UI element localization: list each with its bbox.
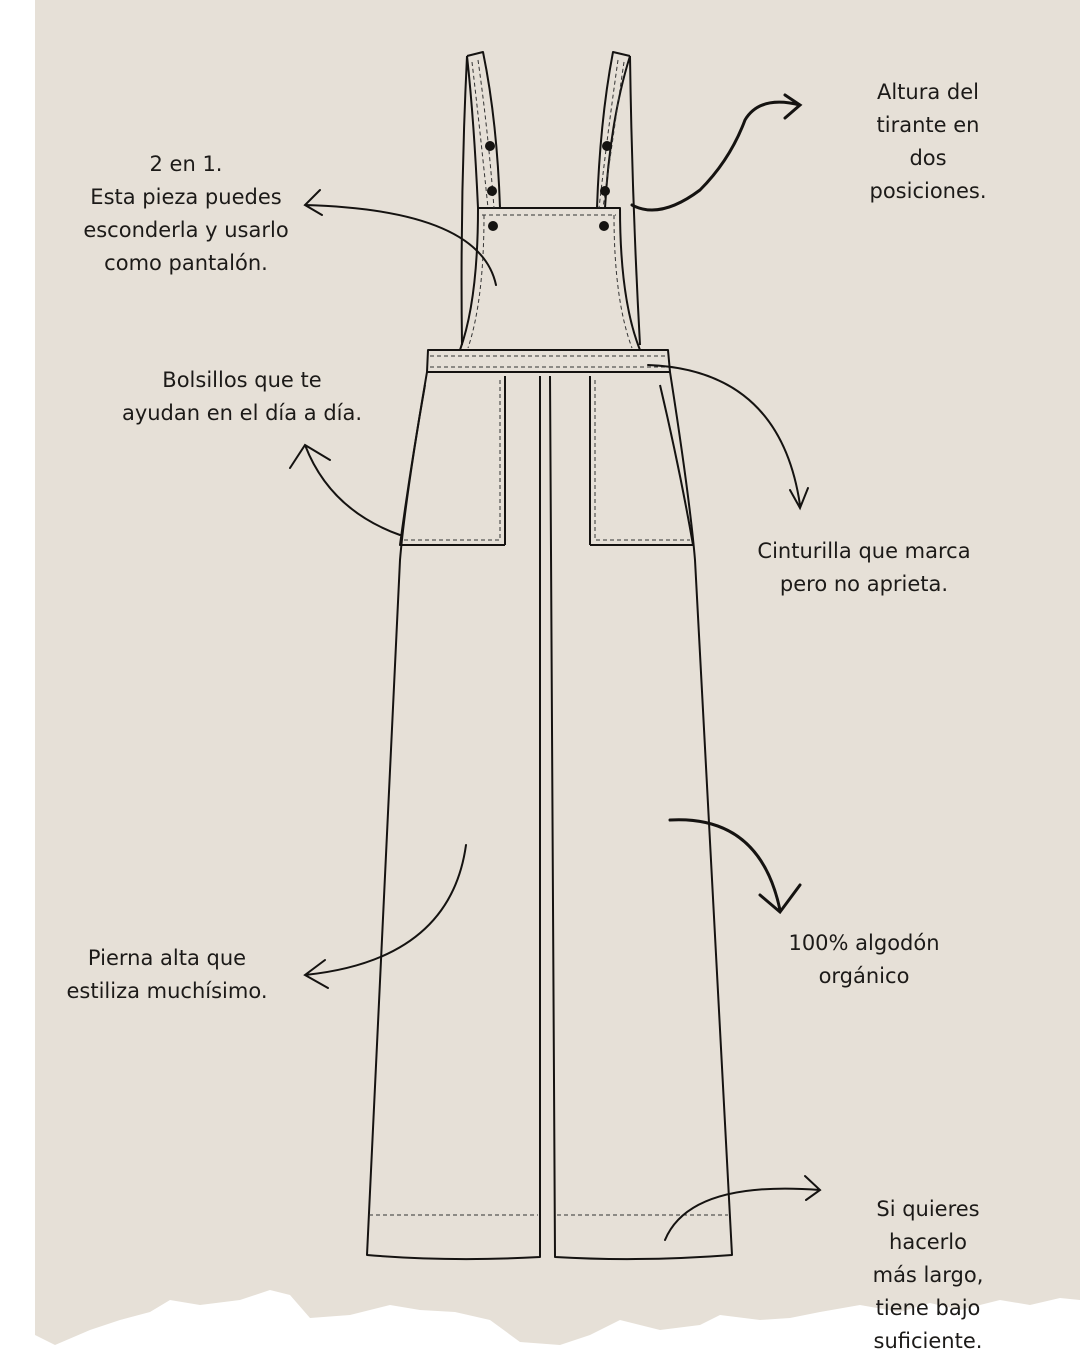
annotation-strap-height: Altura del tirante en dos posiciones. — [869, 80, 987, 203]
arrow-cotton — [668, 818, 802, 915]
arrow-hem — [664, 1175, 822, 1241]
left-strap — [460, 51, 501, 346]
arrow-waistband — [647, 364, 809, 511]
arrow-two-in-one — [303, 189, 497, 286]
torn-paper — [35, 0, 1080, 1345]
right-pocket — [590, 384, 694, 546]
annotation-two-in-one: 2 en 1. Esta pieza puedes esconderla y u… — [83, 152, 289, 275]
annotation-waistband: Cinturilla que marca pero no aprieta. — [757, 539, 971, 596]
right-leg — [549, 371, 733, 1261]
overalls-drawing — [366, 51, 733, 1261]
buttons — [485, 141, 612, 231]
stitching — [369, 59, 728, 1216]
annotation-leg: Pierna alta que estiliza muchísimo. — [66, 946, 268, 1003]
annotation-cotton: 100% algodón orgánico — [788, 931, 940, 988]
annotation-pockets: Bolsillos que te ayudan en el día a día. — [121, 368, 363, 425]
arrow-pockets — [289, 443, 401, 536]
left-pocket — [399, 384, 505, 546]
arrow-strap-height — [630, 93, 803, 212]
fly — [504, 376, 591, 545]
arrow-leg — [303, 844, 467, 989]
annotation-hem: Si quieres hacerlo más largo, tiene bajo… — [872, 1197, 984, 1350]
arrows — [289, 93, 822, 1241]
bib — [459, 207, 641, 351]
